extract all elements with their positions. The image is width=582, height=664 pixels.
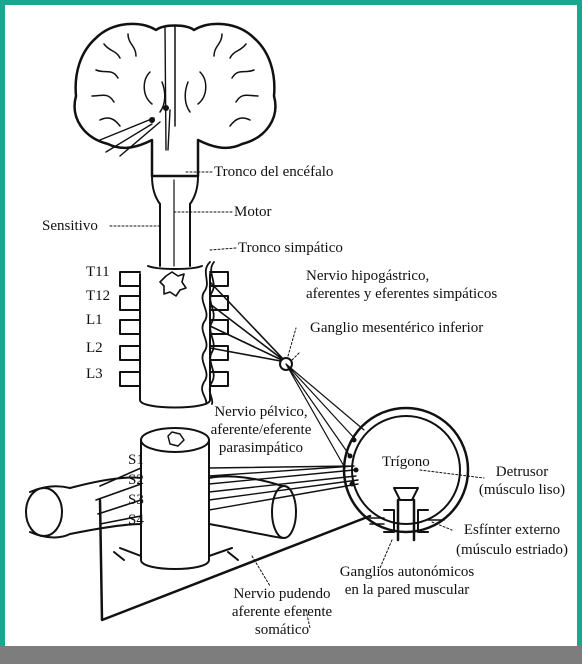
label-esfinter-line2: (músculo estriado) xyxy=(444,542,580,559)
vertebra-label-l2: L2 xyxy=(86,340,103,357)
label-ganglio-mesenterico: Ganglio mesentérico inferior xyxy=(310,320,483,337)
label-pudendo-line1: Nervio pudendo xyxy=(214,586,350,603)
label-tronco-encefalo: Tronco del encéfalo xyxy=(214,164,333,181)
label-pudendo-line3: somático xyxy=(214,622,350,639)
vertebra-label-t12: T12 xyxy=(86,288,110,305)
label-ganglios-line1: Ganglios autonómicos xyxy=(334,564,480,581)
label-tronco-simpatico: Tronco simpático xyxy=(238,240,343,257)
sacral-label-s2: S2 xyxy=(128,472,144,489)
vertebra-label-l3: L3 xyxy=(86,366,103,383)
label-nervio-pelvico-line2: aferente/eferente xyxy=(196,422,326,439)
label-nervio-pelvico-line1: Nervio pélvico, xyxy=(196,404,326,421)
label-nervio-pelvico-line3: parasimpático xyxy=(196,440,326,457)
label-sensitivo: Sensitivo xyxy=(42,218,98,235)
vertebra-label-l1: L1 xyxy=(86,312,103,329)
label-detrusor-line2: (músculo liso) xyxy=(470,482,574,499)
label-nervio-hipogastrico-line2: aferentes y eferentes simpáticos xyxy=(306,286,497,303)
label-esfinter-line1: Esfínter externo xyxy=(444,522,580,539)
label-trigono: Trígono xyxy=(382,454,430,471)
label-detrusor-line1: Detrusor xyxy=(470,464,574,481)
sacral-label-s3: S3 xyxy=(128,492,144,509)
label-nervio-hipogastrico-line1: Nervio hipogástrico, xyxy=(306,268,429,285)
sacral-label-s1: S1 xyxy=(128,452,144,469)
label-motor: Motor xyxy=(234,204,272,221)
vertebra-label-t11: T11 xyxy=(86,264,110,281)
label-ganglios-line2: en la pared muscular xyxy=(334,582,480,599)
cortical-tracts xyxy=(100,28,170,156)
label-pudendo-line2: aferente eferente xyxy=(214,604,350,621)
sacral-label-s4: S4 xyxy=(128,512,144,529)
